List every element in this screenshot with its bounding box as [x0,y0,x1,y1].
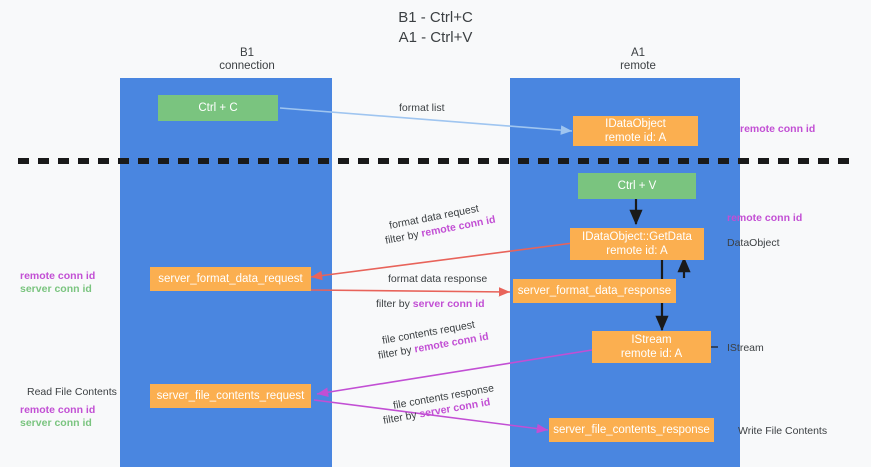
note-dataobject: DataObject [727,237,780,249]
note-left-server-conn-id-2: server conn id [20,417,92,429]
note-remote-conn-id-mid: remote conn id [727,212,803,224]
page-title: B1 - Ctrl+C A1 - Ctrl+V [398,9,473,46]
node-idataobject-getdata[interactable]: IDataObject::GetData remote id: A [570,228,704,260]
node-server-file-contents-response[interactable]: server_file_contents_response [549,418,714,442]
edge-label-format-data-response-filter: filter by server conn id [376,297,485,312]
note-left-remote-conn-id: remote conn id [20,270,96,282]
node-ctrl-v[interactable]: Ctrl + V [578,173,696,199]
node-ctrl-c[interactable]: Ctrl + C [158,95,278,121]
node-istream[interactable]: IStream remote id: A [592,331,711,363]
node-server-format-data-request[interactable]: server_format_data_request [150,267,311,291]
note-left-remote-conn-id-2: remote conn id [20,404,96,416]
node-server-format-data-response[interactable]: server_format_data_response [513,279,676,303]
note-remote-conn-id-top: remote conn id [740,123,816,135]
filter-prefix: filter by [376,298,413,310]
edge-label-format-list: format list [399,102,445,114]
node-server-file-contents-request[interactable]: server_file_contents_request [150,384,311,408]
note-write-file-contents: Write File Contents [738,425,828,437]
filter-prefix: filter by [382,408,421,427]
note-read-file-contents: Read File Contents [27,386,117,398]
edge-label-format-data-response: format data response [388,273,488,285]
note-left-server-conn-id: server conn id [20,283,92,295]
node-idataobject[interactable]: IDataObject remote id: A [573,116,698,146]
column-header-a1: A1 remote [620,47,656,72]
note-istream: IStream [727,342,764,354]
filter-value-server-conn-id: server conn id [412,298,485,310]
column-header-b1: B1 connection [219,47,275,72]
